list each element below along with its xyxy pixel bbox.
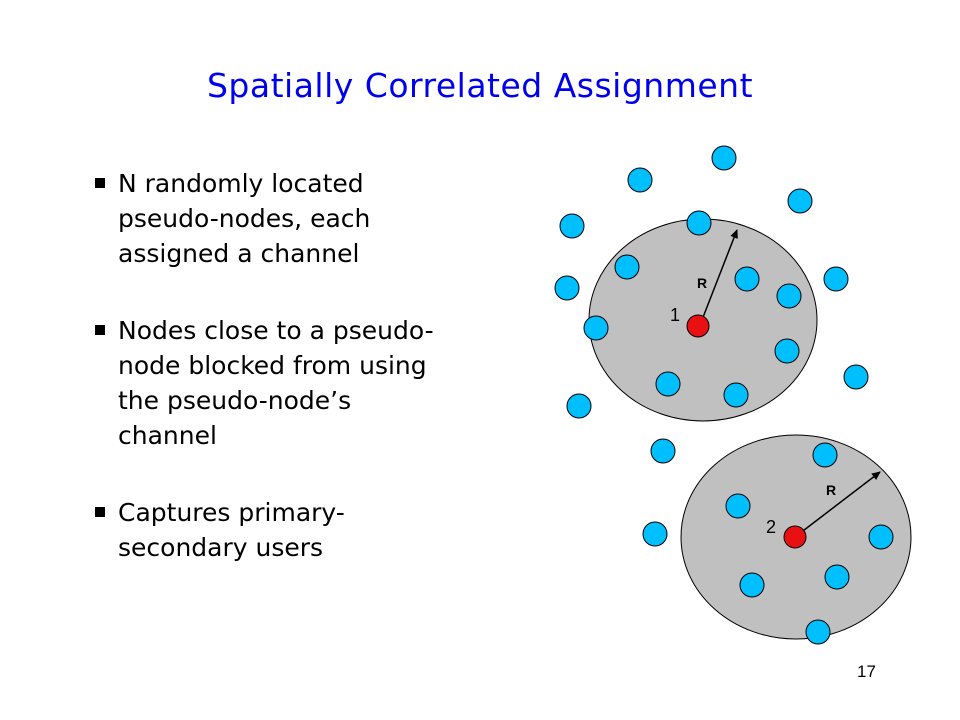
bullet-item: Captures primary-secondary users [95, 495, 398, 565]
radius-label-2: R [826, 482, 836, 498]
node [823, 266, 849, 292]
bullet-marker-icon [95, 325, 105, 335]
bullet-item: N randomly located pseudo-nodes, each as… [95, 166, 418, 271]
node [711, 145, 737, 171]
bullet-item: Nodes close to a pseudo-node blocked fro… [95, 313, 448, 453]
node [776, 283, 802, 309]
bullet-marker-icon [95, 178, 105, 188]
node [642, 521, 668, 547]
node [566, 393, 592, 419]
node [812, 442, 838, 468]
node [554, 275, 580, 301]
bullet-marker-icon [95, 507, 105, 517]
bullet-text: Nodes close to a pseudo-node blocked fro… [118, 316, 434, 450]
node [824, 564, 850, 590]
radius-arrow-2 [794, 471, 881, 538]
node [739, 572, 765, 598]
bullet-list: N randomly located pseudo-nodes, each as… [95, 166, 475, 607]
radius-arrow-1 [699, 229, 738, 326]
node [650, 438, 676, 464]
node [787, 188, 813, 214]
node-group [554, 145, 894, 645]
node [774, 338, 800, 364]
node [805, 619, 831, 645]
node [614, 254, 640, 280]
node [734, 266, 760, 292]
bullet-text: Captures primary-secondary users [118, 498, 345, 562]
node [559, 213, 585, 239]
pseudo-node-label-1: 1 [670, 305, 680, 325]
pseudo-node-1 [686, 314, 710, 338]
node [868, 524, 894, 550]
bullet-text: N randomly located pseudo-nodes, each as… [118, 169, 371, 268]
node [725, 493, 751, 519]
slide-title: Spatially Correlated Assignment [206, 66, 754, 105]
node [655, 371, 681, 397]
node [627, 167, 653, 193]
node [843, 364, 869, 390]
pseudo-node-label-2: 2 [766, 517, 776, 537]
node [723, 382, 749, 408]
page-number: 17 [857, 662, 876, 681]
pseudo-node-2 [783, 525, 807, 549]
node [686, 210, 712, 236]
radius-label-1: R [697, 275, 707, 291]
node [583, 315, 609, 341]
